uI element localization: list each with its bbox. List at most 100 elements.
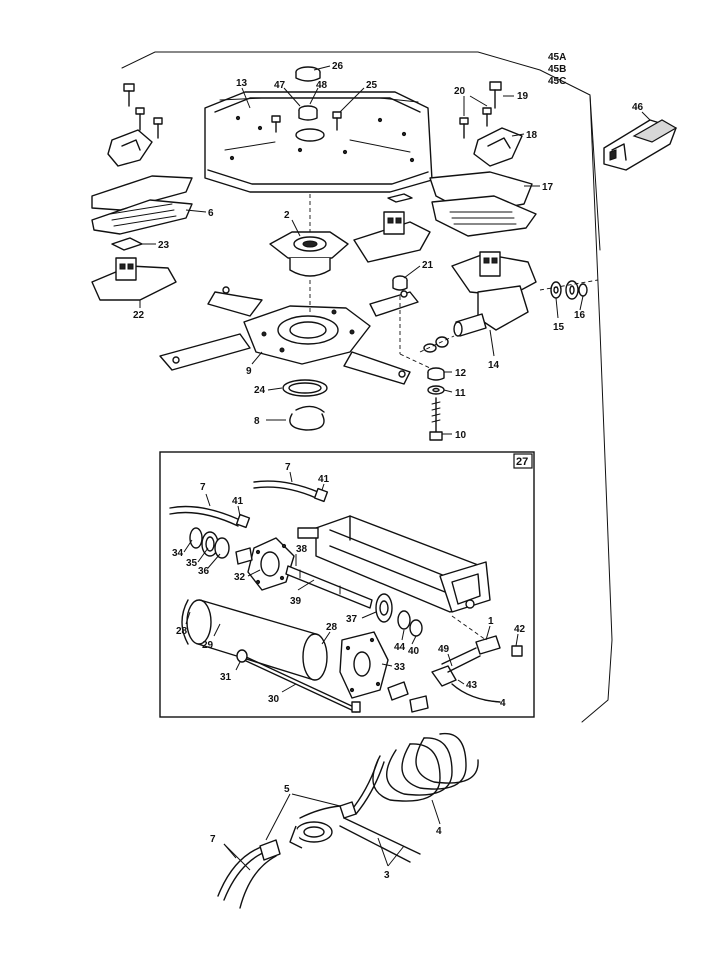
callout-number: 11	[455, 388, 466, 399]
callout-number: 28	[326, 622, 338, 633]
variant-label: 45C	[548, 76, 566, 87]
skid-plate-17	[429, 171, 537, 237]
callout-number: 47	[274, 80, 286, 91]
circlip-8	[289, 405, 325, 431]
bracket-left	[107, 129, 153, 167]
callout-number: 35	[186, 558, 198, 569]
bolts-left	[123, 83, 163, 139]
callout-number: 41	[318, 474, 330, 485]
tie-rod-30	[236, 649, 361, 713]
clamp-5	[259, 801, 357, 861]
mount-22	[91, 257, 177, 301]
callout-number: 21	[422, 260, 434, 271]
callout-number: 10	[455, 430, 467, 441]
assembly-frame-outline	[121, 51, 613, 723]
callout-number: 2	[284, 210, 290, 221]
callout-number: 15	[553, 322, 565, 333]
callout-number: 48	[316, 80, 328, 91]
piston-37	[375, 593, 393, 623]
callout-number: 25	[366, 80, 378, 91]
callout-number: 14	[488, 360, 500, 371]
callout-number: 29	[202, 640, 214, 651]
callout-number: 8	[254, 416, 260, 427]
callout-number: 7	[200, 482, 206, 493]
callout-number: 30	[268, 694, 280, 705]
spider-frame-9	[159, 280, 419, 385]
box-tag-label: 27	[516, 456, 528, 468]
callout-number: 6	[208, 208, 214, 219]
hose-lines-detail	[217, 759, 421, 909]
callout-number: 12	[455, 368, 467, 379]
hub-2	[269, 194, 349, 277]
callout-number: 40	[408, 646, 420, 657]
plate-23	[111, 237, 143, 251]
callout-number: 26	[332, 61, 344, 72]
callout-number: 17	[542, 182, 554, 193]
callout-number: 43	[466, 680, 478, 691]
nuts-44-40	[397, 610, 423, 637]
bolt-10	[429, 397, 443, 441]
skid-plate-6	[91, 175, 193, 235]
end-cap-33	[339, 631, 389, 699]
ring-24	[282, 379, 328, 397]
upper-callouts: 26 13 47 48 25 19 20 18 17 6 2 23 22 21 …	[133, 61, 644, 441]
callout-number: 41	[232, 496, 244, 507]
pivot-14	[451, 251, 537, 337]
end-cap-32	[235, 537, 295, 591]
variant-labels: 45A 45B 45C	[548, 52, 566, 87]
callout-number: 37	[346, 614, 358, 625]
hose-leader-lines	[223, 793, 441, 871]
bolts-20	[459, 107, 492, 139]
callout-number: 1	[488, 616, 494, 627]
callout-number: 24	[254, 385, 266, 396]
washers-left-of-pivot	[419, 335, 455, 353]
hose-7-left	[169, 505, 251, 529]
callout-number: 32	[234, 572, 246, 583]
bolt-47	[271, 115, 281, 133]
callout-number: 28	[176, 626, 188, 637]
hose-callouts: 5 4 7 3	[210, 784, 442, 881]
washers-15-16	[539, 279, 599, 300]
callout-number: 7	[285, 462, 291, 473]
callout-number: 42	[514, 624, 526, 635]
spacer-21	[392, 275, 408, 291]
nut-48	[298, 105, 318, 121]
rotor-disc-13	[204, 91, 433, 193]
callout-number: 22	[133, 310, 145, 321]
callout-number: 7	[210, 834, 216, 845]
box-leader-lines	[183, 471, 519, 703]
handle-46	[603, 119, 678, 171]
callout-number: 9	[246, 366, 252, 377]
variant-label: 45B	[548, 64, 566, 75]
box-tag-frame	[513, 453, 533, 469]
leader-lines	[139, 65, 651, 435]
callout-number: 4	[500, 698, 506, 709]
callout-number: 49	[438, 644, 450, 655]
cylinder-frame-body	[297, 515, 491, 613]
hose-coil-4	[372, 732, 479, 802]
callout-number: 44	[394, 642, 406, 653]
callout-number: 33	[394, 662, 406, 673]
variant-label: 45A	[548, 52, 566, 63]
box-callouts: 7 41 7 41 34 35 36 38 32 39 28 29 37 44 …	[172, 462, 526, 709]
callout-number: 13	[236, 78, 248, 89]
callout-number: 19	[517, 91, 529, 102]
elbow-fittings-49-42	[387, 635, 523, 713]
nut-12	[427, 367, 445, 381]
piston-rod-39	[285, 565, 373, 609]
callout-number: 5	[284, 784, 290, 795]
callout-number: 20	[454, 86, 466, 97]
callout-number: 4	[436, 826, 442, 837]
callout-number: 23	[158, 240, 170, 251]
callout-number: 36	[198, 566, 210, 577]
mount-center-right	[353, 193, 431, 263]
bolt-19	[489, 81, 502, 109]
axis-line-2	[399, 353, 431, 369]
callout-number: 16	[574, 310, 586, 321]
callout-number: 18	[526, 130, 538, 141]
callout-number: 39	[290, 596, 302, 607]
bracket-18	[473, 127, 523, 167]
callout-number: 31	[220, 672, 232, 683]
